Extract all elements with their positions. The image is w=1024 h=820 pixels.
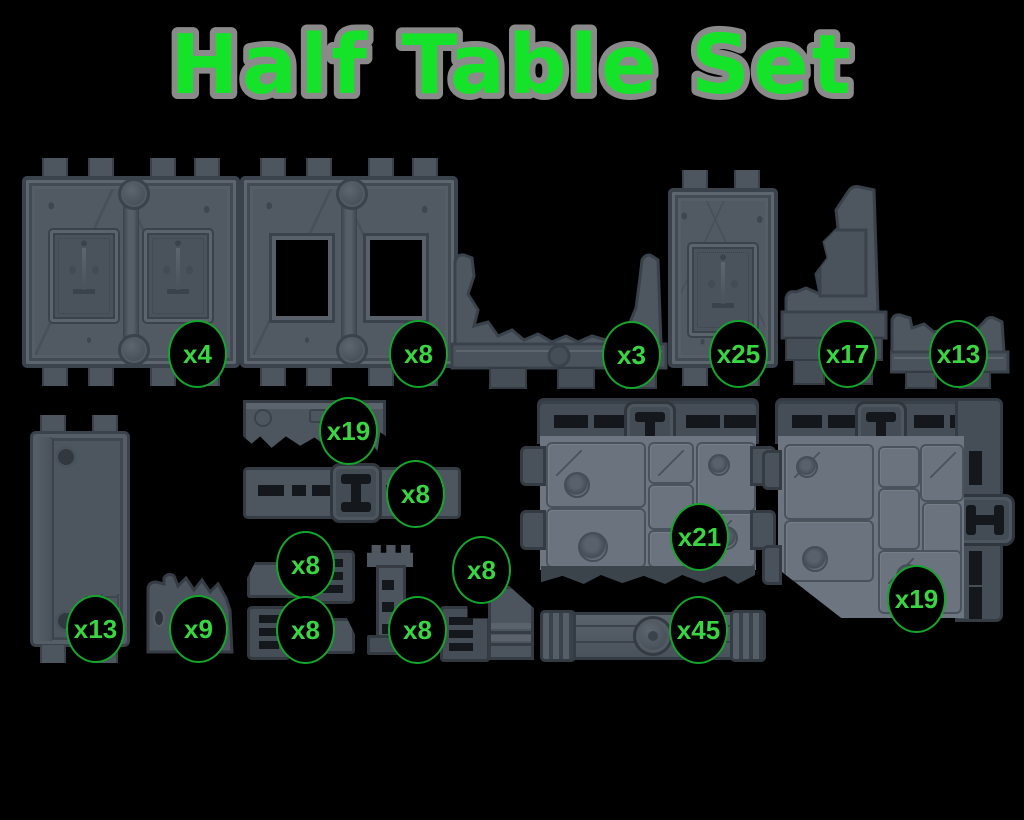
panel-side-rail [36,437,54,641]
stone-slab [546,508,646,568]
stone-slab [784,444,874,520]
count-badge-ruined-wall-low: x3 [602,321,661,389]
side-clip [750,510,776,550]
medallion [118,178,150,210]
window-opening [366,236,426,320]
count-badge-ruined-corner-small: x13 [929,320,988,388]
panel-clips-top [30,415,130,433]
count-badge-support-pillar: x8 [388,596,447,664]
count-badge-corner-buttress: x8 [452,536,511,604]
stone-slab [878,446,920,488]
piece-slotted-block [440,606,490,662]
count-badge-connector-bracket-b: x8 [276,596,335,664]
count-badge-floor-tile-corner: x19 [887,565,946,633]
count-badge-connector-bracket-a: x8 [276,531,335,599]
count-badge-rubble-pile: x9 [169,595,228,663]
wall-center-rib [341,186,357,358]
medallion [336,334,368,366]
door-panel-sword-relief [144,230,212,322]
piece-floor-tile [520,398,776,586]
stone-slab [878,488,920,550]
round-boss [633,616,673,656]
count-badge-wall-topper-beam: x19 [319,397,378,465]
piece-corner-buttress [488,586,534,660]
piece-long-beam [540,610,766,662]
side-clip [520,446,546,486]
side-clip [762,450,782,490]
side-clip [762,545,782,585]
wall-center-rib [123,186,139,358]
wall-clips-top [240,158,458,176]
h-connector [330,463,382,523]
door-panel-fragment [818,228,868,298]
pipe-hole [153,609,165,627]
door-panel-sword-relief [689,244,757,336]
count-badge-tall-wall-panel: x13 [66,595,125,663]
count-badge-wall-double-door: x4 [168,320,227,388]
skull-medallion [547,344,571,368]
title-text: Half Table Set [170,18,854,113]
medallion [336,178,368,210]
wall-clips-top [668,170,778,188]
stone-slab [546,442,646,508]
stone-slab [648,442,694,484]
stone-slab [696,442,756,512]
count-badge-wall-double-window: x8 [389,320,448,388]
page-title: Half Table Set [164,12,857,119]
stone-slab [784,520,874,582]
door-panel-sword-relief [50,230,118,322]
pillar-crenellation [367,545,413,567]
count-badge-long-beam: x45 [669,596,728,664]
count-badge-slotted-beam: x8 [386,460,445,528]
stone-slab [920,444,964,502]
h-connector [955,494,1015,546]
socket-hole [55,446,77,468]
count-badge-wall-single-door: x25 [709,320,768,388]
broken-edge [541,566,755,584]
count-badge-floor-tile: x21 [670,503,729,571]
wall-clips-top [22,158,240,176]
count-badge-ruined-corner-tall: x17 [818,320,877,388]
medallion [118,334,150,366]
side-clip [520,510,546,550]
window-opening [272,236,332,320]
